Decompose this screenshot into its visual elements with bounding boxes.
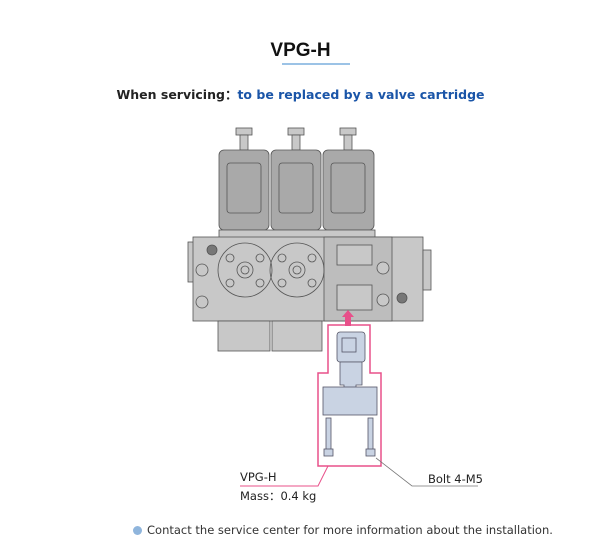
subtitle-highlight: to be replaced by a valve cartridge — [237, 87, 485, 102]
valve-cartridge — [322, 331, 378, 457]
footer-note: Contact the service center for more info… — [133, 523, 553, 537]
mass-label: Mass：0.4 kg — [240, 489, 317, 503]
page-title: VPG-H — [270, 40, 331, 61]
bullet-icon — [133, 525, 142, 535]
bolt-label: Bolt 4-M5 — [428, 472, 483, 486]
subtitle: When servicing：to be replaced by a valve… — [0, 84, 601, 103]
footer-text: Contact the service center for more info… — [147, 523, 553, 537]
title-underline — [282, 63, 350, 65]
manifold — [187, 127, 432, 352]
part-label: VPG-H — [240, 470, 277, 484]
subtitle-prefix: When servicing： — [116, 87, 238, 102]
replacement-outline — [317, 324, 382, 467]
